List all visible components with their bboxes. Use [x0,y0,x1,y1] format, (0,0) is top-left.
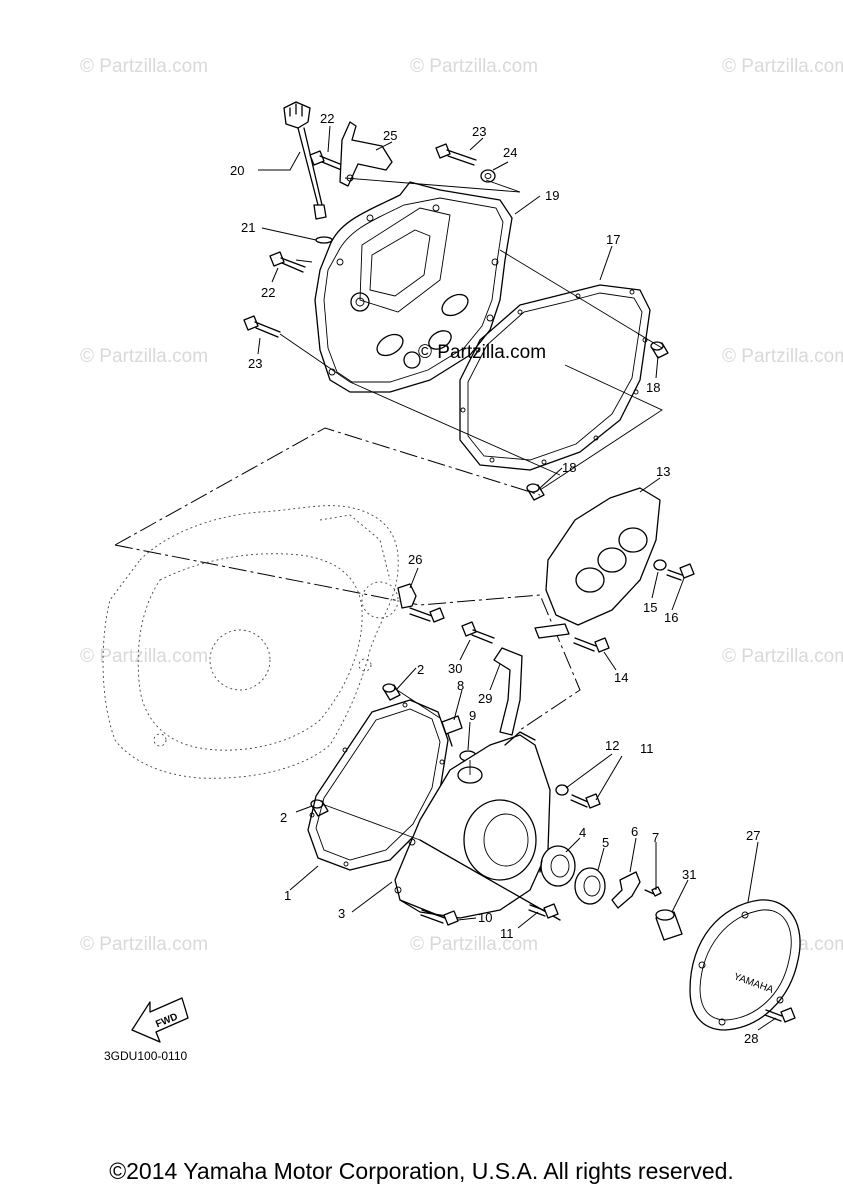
callout-14: 14 [614,670,628,685]
watermark: © Partzilla.com [80,56,208,77]
callout-7: 7 [652,830,659,845]
plate-part [611,871,641,909]
forward-arrow-icon: FWD [131,997,189,1043]
callout-15: 15 [643,600,657,615]
callout-22: 22 [261,285,275,300]
watermark: © Partzilla.com [410,56,538,77]
callout-24: 24 [503,145,517,160]
callout-11: 11 [500,926,514,941]
oil-seal-part [574,867,606,905]
callout-1: 1 [284,888,291,903]
callout-23: 23 [472,124,486,139]
callout-26: 26 [408,552,422,567]
o-ring-part [315,236,333,244]
callout-31: 31 [682,867,696,882]
screw-part [644,886,662,897]
bolt-part [269,251,306,273]
callout-8: 8 [457,678,464,693]
watermark: © Partzilla.com [80,346,208,367]
bolt-part [309,150,346,172]
alignment-lines [279,177,663,491]
bolt-part [573,637,610,653]
callout-29: 29 [478,691,492,706]
callout-3: 3 [338,906,345,921]
callout-2: 2 [417,662,424,677]
callout-16: 16 [664,610,678,625]
bolt-part [461,621,495,644]
callout-11: 11 [640,741,654,756]
watermark: © Partzilla.com [80,934,208,955]
washer-part [653,559,667,571]
callout-30: 30 [448,661,462,676]
bolt-part [243,315,281,338]
callout-10: 10 [478,910,492,925]
bolt-part [420,909,459,926]
clip-part [397,583,417,609]
bolt-part [666,563,695,581]
callout-9: 9 [469,708,476,723]
watermark-layer: © Partzilla.com © Partzilla.com © Partzi… [80,56,843,955]
callout-2: 2 [280,810,287,825]
callout-28: 28 [744,1031,758,1046]
callout-19: 19 [545,188,559,203]
dipstick-part [283,101,327,220]
washer-part [555,784,569,796]
callout-22: 22 [320,111,334,126]
alignment-lines [321,687,471,841]
watermark: © Partzilla.com [410,934,538,955]
callout-leaders [257,125,777,1031]
bearing-part [539,845,576,887]
bolt-part [764,1007,796,1023]
callout-23: 23 [248,356,262,371]
collar-part [655,909,683,941]
bolt-part [435,143,477,166]
plate-part [493,647,523,736]
callout-18: 18 [562,460,576,475]
bolt-part [528,903,559,919]
side-cover-part: YAMAHA [689,899,801,1031]
callout-17: 17 [606,232,620,247]
callout-4: 4 [579,825,586,840]
watermark-center: © Partzilla.com [418,342,546,363]
gasket-part [459,284,651,471]
bolt-part [570,793,601,809]
callout-21: 21 [241,220,255,235]
crankcase-cover-part [314,181,513,393]
dowel-pin-part [526,483,545,501]
diagram-code: 3GDU100-0110 [104,1049,187,1063]
callout-27: 27 [746,828,760,843]
callout-6: 6 [631,824,638,839]
callout-20: 20 [230,163,244,178]
dowel-pin-part [382,683,401,701]
engine-case-outline [102,427,581,779]
callout-18: 18 [646,380,660,395]
callout-25: 25 [383,128,397,143]
sprocket-cover-part [534,487,661,639]
bolt-part [409,607,445,623]
callout-labels: 20 22 25 23 24 19 17 21 22 23 © Partzill… [230,111,760,1046]
clutch-cover-part [394,731,561,921]
washer-part [480,169,496,183]
callout-5: 5 [602,835,609,850]
watermark: © Partzilla.com [722,346,843,367]
dowel-pin-part [650,341,669,359]
callout-12: 12 [605,738,619,753]
watermark: © Partzilla.com [722,646,843,667]
copyright-notice: ©2014 Yamaha Motor Corporation, U.S.A. A… [109,1158,734,1184]
watermark: © Partzilla.com [80,646,208,667]
callout-13: 13 [656,464,670,479]
watermark: © Partzilla.com [722,56,843,77]
